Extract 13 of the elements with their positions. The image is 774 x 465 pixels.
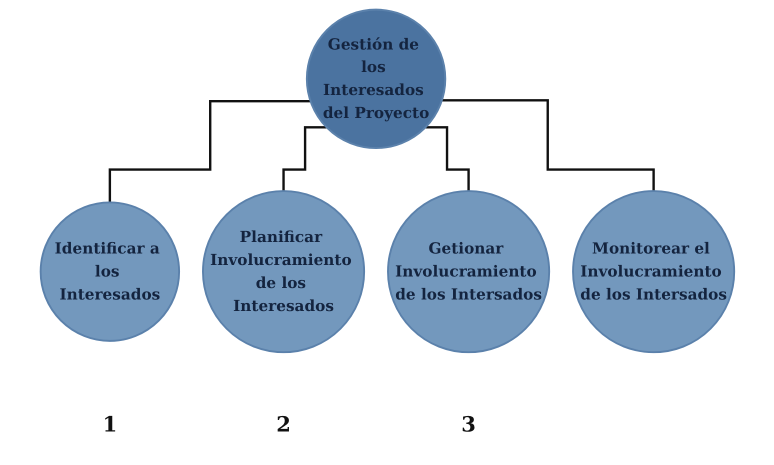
node-label: 1 — [102, 412, 117, 438]
diagram: Gestión de los Interesados del Proyecto Identificar a los Interesados Planificar Involucramiento de los Interesados Getionar Involucramiento de los Intersados Monitorear el Involucramiento de los Intersados 1 2 3 — [32, 2, 742, 463]
node-label: 3 — [460, 412, 476, 438]
connector — [425, 126, 470, 192]
node-circle — [572, 190, 735, 354]
node-label: 2 — [276, 412, 290, 438]
node-circle — [386, 190, 550, 354]
connector — [108, 100, 310, 204]
connector — [441, 99, 654, 192]
node-circle — [202, 190, 365, 354]
node-circle — [39, 201, 180, 342]
node-circle — [305, 8, 446, 150]
connector — [282, 126, 326, 192]
